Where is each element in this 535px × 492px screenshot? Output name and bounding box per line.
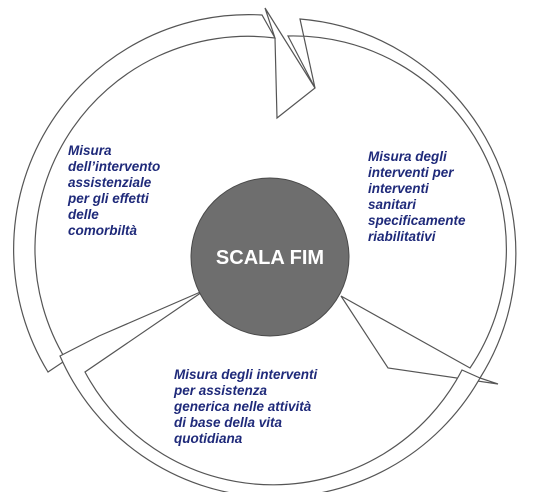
segment-line: generica nelle attività bbox=[173, 399, 312, 414]
segment-line: di base della vita bbox=[174, 415, 283, 430]
segment-line: assistenziale bbox=[68, 175, 152, 190]
segment-line: dell’intervento bbox=[68, 159, 160, 174]
cycle-arrow-bottom bbox=[59, 289, 481, 492]
segment-line: Misura degli interventi bbox=[174, 367, 318, 382]
segment-line: sanitari bbox=[368, 197, 416, 212]
cycle-arrow-right bbox=[287, 18, 517, 385]
segment-line: interventi bbox=[368, 181, 429, 196]
segment-line: quotidiana bbox=[174, 431, 243, 446]
segment-text-right: Misura degli interventi per interventi s… bbox=[368, 149, 469, 244]
center-circle bbox=[190, 177, 350, 337]
segment-line: comorbiltà bbox=[68, 223, 138, 238]
segment-line: riabilitativi bbox=[368, 229, 436, 244]
cycle-ring bbox=[13, 7, 517, 492]
segment-line: Misura bbox=[68, 143, 112, 158]
segment-line: per assistenza bbox=[173, 383, 268, 398]
segment-line: per gli effetti bbox=[67, 191, 149, 206]
segment-text-bottom: Misura degli interventi per assistenza g… bbox=[173, 367, 321, 446]
segment-line: delle bbox=[68, 207, 99, 222]
segment-line: interventi per bbox=[368, 165, 454, 180]
segment-text-left: Misura dell’intervento assistenziale per… bbox=[67, 143, 164, 238]
segment-line: specificamente bbox=[368, 213, 466, 228]
center-label: SCALA FIM bbox=[216, 247, 324, 269]
segment-line: Misura degli bbox=[368, 149, 447, 164]
